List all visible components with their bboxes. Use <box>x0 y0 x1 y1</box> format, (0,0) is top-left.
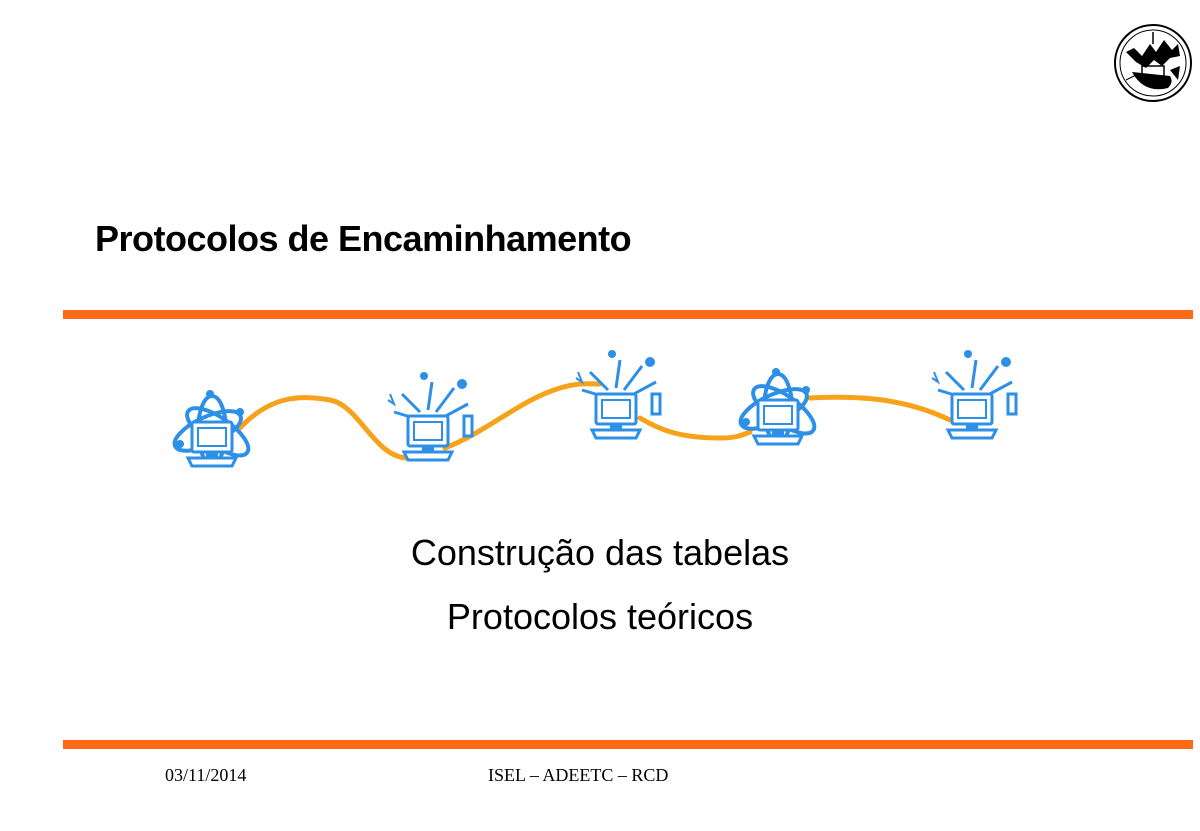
network-node-2 <box>386 370 474 462</box>
network-illustration <box>167 348 1018 468</box>
slide-title: Protocolos de Encaminhamento <box>95 218 632 259</box>
bottom-divider <box>63 740 1193 749</box>
top-divider <box>63 310 1193 319</box>
network-node-5 <box>930 348 1018 440</box>
footer-date: 03/11/2014 <box>165 765 247 785</box>
isel-logo-icon <box>1114 24 1192 102</box>
subtitle-line-1: Construção das tabelas <box>410 532 790 573</box>
footer-institution: ISEL – ADEETC – RCD <box>488 765 669 785</box>
subtitle-line-2: Protocolos teóricos <box>446 596 754 637</box>
